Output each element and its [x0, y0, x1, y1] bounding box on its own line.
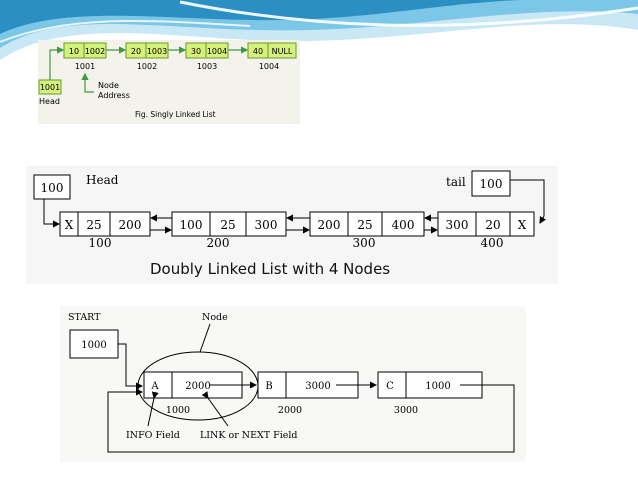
doubly-head: 100 Head: [33, 173, 119, 228]
singly-node-4-address: 1004: [259, 62, 279, 71]
singly-node-1-data: 10: [69, 47, 79, 56]
singly-node-address-annotation: Node Address: [81, 72, 130, 100]
circular-node-3-address: 3000: [394, 405, 418, 416]
singly-head: 1001 Head: [38, 46, 65, 106]
doubly-head-arrow: [43, 199, 60, 228]
circular-start-arrow: [118, 343, 143, 390]
doubly-tail-arrow: [510, 179, 547, 224]
singly-node-address-label-2: Address: [98, 91, 130, 100]
singly-node-3-address: 1003: [197, 62, 217, 71]
doubly-node-2-next: 300: [255, 218, 278, 232]
doubly-tail-box: [471, 170, 511, 197]
doubly-head-box: [33, 174, 71, 200]
doubly-head-label: Head: [86, 173, 119, 187]
doubly-node-2-prev: 100: [180, 218, 203, 232]
singly-node-3: 30 1004 1003: [185, 42, 229, 71]
doubly-node-3-prev: 200: [318, 218, 341, 232]
doubly-node-1: X 25 200 100: [59, 211, 151, 250]
doubly-node-4: 300 20 X 400: [437, 211, 535, 250]
singly-head-label: Head: [39, 97, 60, 106]
doubly-node-3: 200 25 400 300: [309, 211, 425, 250]
doubly-tail-label: tail: [446, 175, 466, 189]
circular-node-1-address: 1000: [166, 405, 190, 416]
circular-linked-list-figure: START 1000 Node A 2000 1000 B: [60, 306, 526, 462]
doubly-node-3-next: 400: [392, 218, 415, 232]
singly-node-address-arrow: [81, 72, 94, 93]
doubly-node-4-box: [437, 211, 535, 237]
singly-node-4: 40 NULL 1004: [247, 42, 297, 71]
circular-node-3-link: 1000: [425, 381, 450, 392]
circular-info-field-label: INFO Field: [126, 430, 180, 441]
circular-node-3: C 1000 3000: [377, 371, 483, 416]
circular-node-1-link: 2000: [185, 381, 210, 392]
circular-loop-back-arrow: [107, 384, 515, 453]
circular-node-pointer: [199, 323, 211, 353]
wave-dark-band: [0, 0, 520, 34]
circular-link-field-pointer: [201, 391, 229, 427]
doubly-node-4-next: X: [518, 218, 527, 232]
singly-node-2-address: 1002: [137, 62, 157, 71]
circular-node-1: A 2000 1000: [143, 371, 243, 416]
singly-node-2-next: 1003: [147, 47, 167, 56]
wave-white-streak: [179, 0, 638, 27]
singly-node-4-data: 40: [253, 47, 263, 56]
singly-node-2-data: 20: [131, 47, 141, 56]
circular-node-1-info: A: [150, 381, 159, 392]
singly-node-4-next-cell: [267, 42, 297, 59]
circular-start-box: [69, 329, 119, 359]
doubly-head-value: 100: [41, 181, 64, 195]
circular-node-2: B 3000 2000: [257, 371, 359, 416]
singly-head-value: 1001: [40, 83, 60, 92]
singly-node-3-next: 1004: [207, 47, 227, 56]
doubly-node-3-box: [309, 211, 425, 237]
doubly-caption: Doubly Linked List with 4 Nodes: [150, 260, 390, 278]
circular-node-2-link: 3000: [305, 381, 330, 392]
singly-node-3-data: 30: [191, 47, 201, 56]
circular-start-label: START: [68, 312, 101, 323]
singly-node-4-next: NULL: [272, 47, 293, 56]
doubly-tail: tail 100: [446, 170, 547, 224]
circular-start: START 1000: [68, 312, 143, 390]
singly-head-arrow: [49, 46, 65, 80]
circular-node-2-info: B: [265, 381, 272, 392]
singly-caption: Fig. Singly Linked List: [135, 110, 216, 119]
singly-node-1-address: 1001: [75, 62, 95, 71]
singly-node-1-next: 1002: [85, 47, 105, 56]
doubly-node-1-data: 25: [86, 218, 101, 232]
wave-white-streak-2: [0, 19, 251, 43]
circular-start-value: 1000: [81, 340, 106, 351]
header-wave-decoration: [0, 0, 638, 60]
circular-node-label: Node: [202, 312, 228, 323]
doubly-node-4-data: 20: [485, 218, 500, 232]
doubly-node-1-next: 200: [119, 218, 142, 232]
doubly-node-3-data: 25: [357, 218, 372, 232]
doubly-node-2-address: 200: [207, 236, 230, 250]
singly-node-address-label-1: Node: [98, 81, 119, 90]
doubly-node-2-box: [171, 211, 287, 237]
doubly-node-3-address: 300: [353, 236, 376, 250]
doubly-node-1-prev: X: [65, 218, 74, 232]
doubly-linked-list-figure: 100 Head tail 100 X 25 200 100: [26, 166, 558, 284]
doubly-node-1-address: 100: [89, 236, 112, 250]
circular-node-2-address: 2000: [278, 405, 302, 416]
singly-node-2: 20 1003 1002: [125, 42, 169, 71]
doubly-node-4-address: 400: [481, 236, 504, 250]
singly-node-1: 10 1002 1001: [63, 42, 107, 71]
doubly-node-2: 100 25 300 200: [171, 211, 287, 250]
doubly-node-2-data: 25: [220, 218, 235, 232]
circular-node-3-info: C: [386, 381, 394, 392]
circular-link-field-label: LINK or NEXT Field: [200, 430, 298, 441]
singly-linked-list-figure: 10 1002 1001 20 1003 1002 30 1004 1003: [38, 40, 300, 124]
circular-info-field-pointer: [147, 391, 159, 427]
doubly-tail-value: 100: [480, 177, 503, 191]
doubly-node-4-prev: 300: [446, 218, 469, 232]
doubly-node-1-box: [59, 211, 151, 237]
